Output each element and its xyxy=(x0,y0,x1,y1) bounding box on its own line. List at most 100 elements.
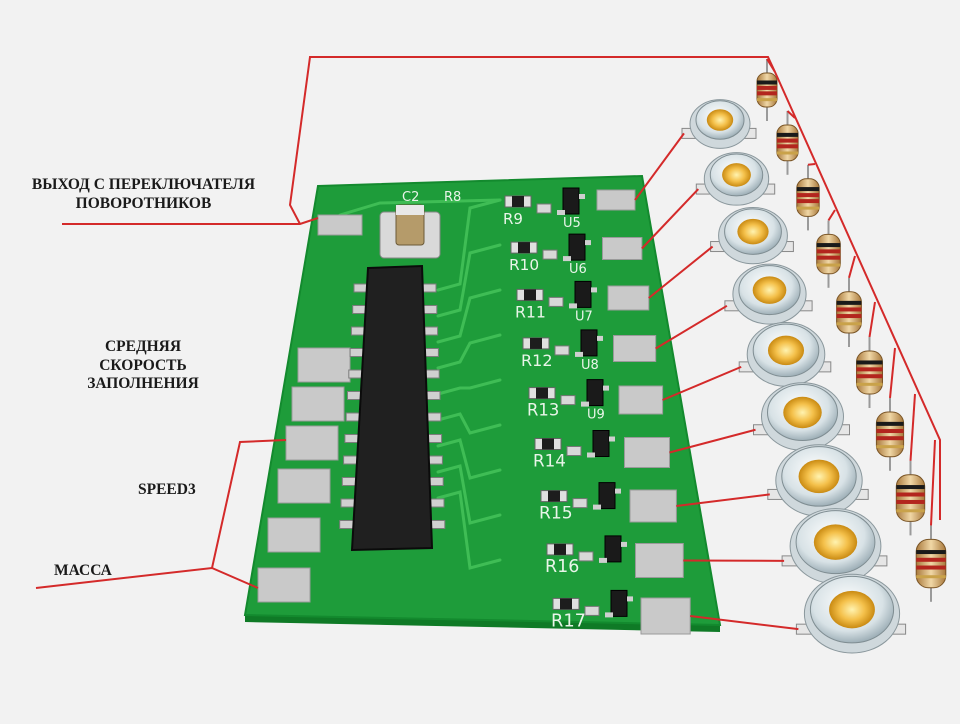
channel-ref-u: U6 xyxy=(569,262,587,277)
ref-r8: R8 xyxy=(444,190,461,205)
channel-ref-u: U9 xyxy=(587,408,605,423)
channel-ref-r: R11 xyxy=(515,302,546,321)
transistor-lead xyxy=(579,194,585,199)
transistor-lead xyxy=(563,256,571,261)
transistor-lead xyxy=(581,402,589,407)
right-pad xyxy=(619,386,663,414)
smd-capacitor xyxy=(549,297,563,306)
smd-transistor xyxy=(587,380,603,406)
chip-pin xyxy=(340,521,354,529)
power-led xyxy=(796,574,905,653)
chip-pin xyxy=(427,413,441,421)
power-led xyxy=(725,264,812,324)
left-pad xyxy=(258,568,310,602)
smd-transistor xyxy=(599,483,615,509)
smd-capacitor xyxy=(585,606,599,615)
right-pad xyxy=(603,238,642,260)
wire xyxy=(767,59,775,72)
right-pad xyxy=(630,490,676,522)
left-pad xyxy=(278,469,330,503)
left-pad xyxy=(286,426,338,460)
power-led xyxy=(739,323,831,387)
chip-pin xyxy=(424,349,438,357)
ref-c2: C2 xyxy=(402,190,419,205)
chip-pin xyxy=(423,306,437,314)
transistor-lead xyxy=(587,453,595,458)
through-hole-resistor xyxy=(857,337,883,408)
fill-speed-label-line2: СКОРОСТЬ xyxy=(60,357,226,376)
chip-pin xyxy=(344,456,358,464)
through-hole-resistor xyxy=(876,398,903,471)
chip-pin xyxy=(345,435,359,443)
channel-ref-u: U5 xyxy=(563,216,581,231)
wire xyxy=(931,440,935,525)
channel-ref-r: R9 xyxy=(503,210,523,228)
smd-capacitor xyxy=(537,204,551,213)
smd-transistor xyxy=(593,431,609,457)
smd-transistor xyxy=(569,234,585,260)
fill-speed-label-line1: СРЕДНЯЯ xyxy=(60,338,226,357)
transistor-lead xyxy=(593,505,601,510)
transistor-lead xyxy=(575,352,583,357)
smd-capacitor xyxy=(555,346,569,355)
smd-transistor xyxy=(563,188,579,214)
crystal-component xyxy=(380,205,440,258)
chip-pin xyxy=(428,456,442,464)
through-hole-resistor xyxy=(916,525,946,601)
chip-pin xyxy=(424,327,438,335)
transistor-lead xyxy=(591,287,597,292)
chip-pin xyxy=(431,521,445,529)
power-led xyxy=(782,509,887,584)
speed3-label: SPEED3 xyxy=(138,481,196,500)
wire xyxy=(808,164,815,165)
transistor-lead xyxy=(605,612,613,617)
left-pad xyxy=(268,518,320,552)
right-pad xyxy=(608,286,649,310)
right-pad xyxy=(636,544,684,578)
wire xyxy=(635,133,684,200)
smd-transistor xyxy=(605,536,621,562)
right-pad xyxy=(641,598,690,634)
fill-speed-label: СРЕДНЯЯ СКОРОСТЬ ЗАПОЛНЕНИЯ xyxy=(60,338,226,394)
smd-resistor-body xyxy=(560,598,572,609)
power-led xyxy=(754,383,850,451)
turn-signal-label-line1: ВЫХОД С ПЕРЕКЛЮЧАТЕЛЯ xyxy=(6,176,281,195)
chip-pin xyxy=(350,349,364,357)
chip-pin xyxy=(348,392,362,400)
channel-ref-r: R17 xyxy=(551,610,586,631)
smd-capacitor xyxy=(567,447,581,456)
smd-resistor-body xyxy=(542,439,554,450)
wire xyxy=(849,256,855,278)
transistor-lead xyxy=(557,210,565,215)
left-pad xyxy=(298,348,350,382)
right-pad xyxy=(625,438,670,468)
channel-ref-r: R15 xyxy=(539,504,573,524)
smd-resistor-body xyxy=(518,242,530,253)
through-hole-resistor xyxy=(797,165,819,231)
left-pad xyxy=(318,215,362,235)
chip-pin xyxy=(428,435,442,443)
fill-speed-label-line3: ЗАПОЛНЕНИЯ xyxy=(60,375,226,394)
power-led xyxy=(768,445,868,516)
smd-transistor xyxy=(611,590,627,616)
through-hole-resistor xyxy=(777,111,798,175)
transistor-lead xyxy=(615,489,621,494)
wire xyxy=(870,302,876,337)
channel-ref-u: U7 xyxy=(575,309,593,324)
chip-pin xyxy=(430,499,444,507)
chip-pin xyxy=(429,478,443,486)
channel-ref-r: R13 xyxy=(527,401,559,420)
channel-ref-r: R12 xyxy=(521,351,553,370)
turn-signal-label-line2: ПОВОРОТНИКОВ xyxy=(6,195,281,214)
transistor-lead xyxy=(585,240,591,245)
wire xyxy=(62,218,318,224)
chip-pin xyxy=(426,392,440,400)
wire xyxy=(911,394,916,461)
chip-pin xyxy=(349,370,363,378)
through-hole-resistor xyxy=(896,461,924,536)
smd-resistor-body xyxy=(512,196,524,207)
power-led xyxy=(711,207,794,263)
smd-transistor xyxy=(581,330,597,356)
channel-ref-r: R10 xyxy=(509,256,539,274)
